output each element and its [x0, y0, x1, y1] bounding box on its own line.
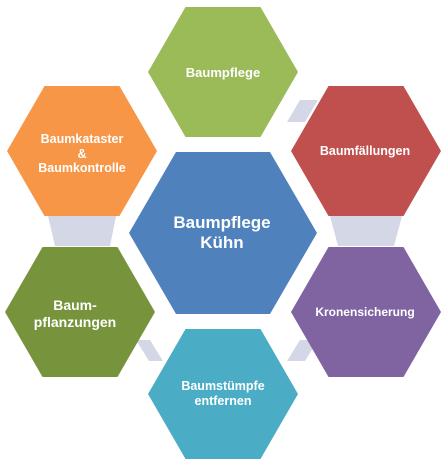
service-hexagon-baumpflege — [148, 7, 298, 137]
connector-1 — [287, 100, 318, 122]
center-hexagon — [129, 152, 317, 314]
service-hexagon-kronensicherung — [291, 247, 441, 377]
service-hexagon-baumkataster — [7, 86, 157, 216]
hexagon-layer — [5, 7, 441, 459]
service-hexagon-baumstuempfe — [148, 329, 298, 459]
service-hexagon-baumfaellungen — [291, 86, 441, 216]
connector-4 — [136, 340, 163, 361]
connector-2 — [330, 216, 402, 246]
service-hexagon-baumpflanzungen — [5, 247, 155, 377]
connector-5 — [48, 216, 116, 246]
connector-layer — [48, 100, 402, 361]
